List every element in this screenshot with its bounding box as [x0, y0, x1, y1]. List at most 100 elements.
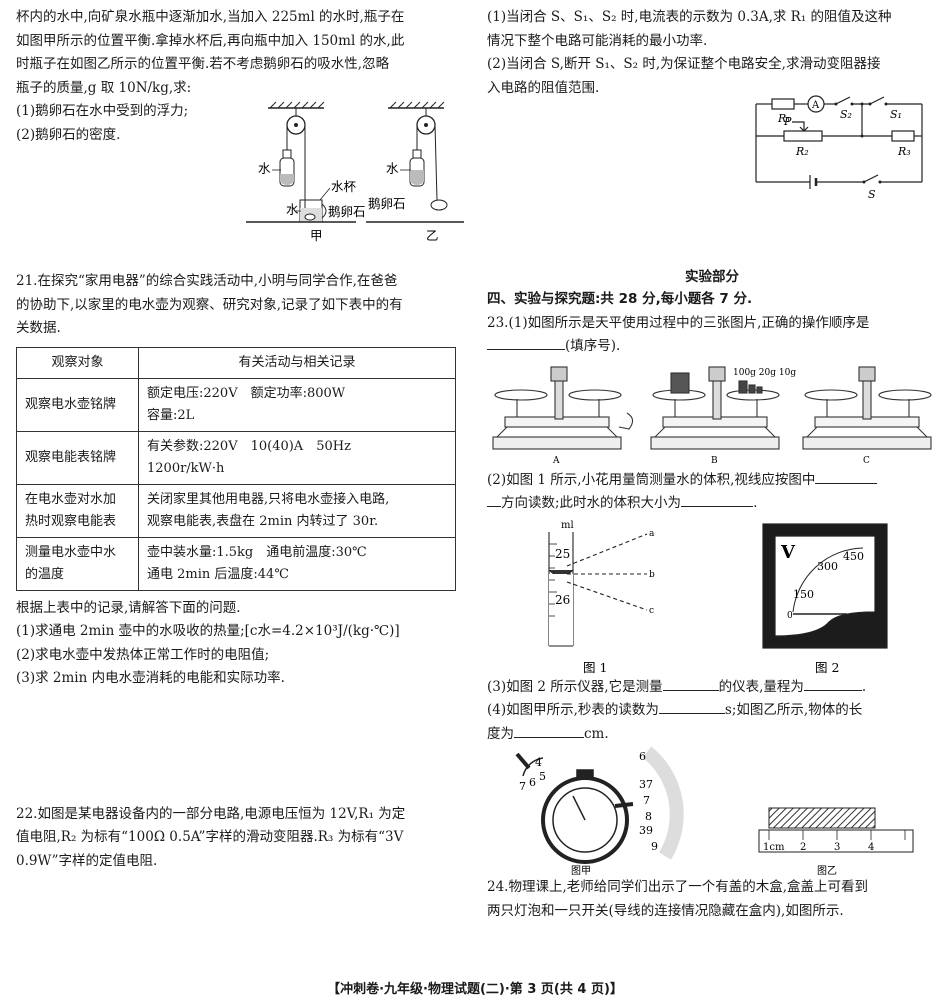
svg-text:水: 水: [286, 202, 299, 217]
resistor-r1-icon: [771, 98, 795, 110]
q23-2-cont: 方向读数;此时水的体积大小为.: [487, 492, 937, 516]
q21-line: 关数据.: [16, 320, 61, 336]
svg-text:b: b: [649, 570, 655, 580]
answer-blank[interactable]: [658, 699, 725, 714]
svg-text:V: V: [780, 542, 796, 563]
svg-text:9: 9: [651, 840, 658, 853]
svg-text:A: A: [552, 456, 560, 466]
bottle-icon: [282, 149, 292, 159]
answer-blank[interactable]: [662, 676, 719, 691]
q23-1-blank-line: (填序号).: [487, 335, 937, 359]
svg-text:水: 水: [258, 161, 271, 176]
balance-c: [802, 365, 932, 450]
pulley-figure: 水 水杯 水 鹅卵石 甲 水 鹅卵石: [246, 101, 464, 243]
answer-blank[interactable]: [803, 676, 862, 691]
table-cell: 通电 2min 后温度:44℃: [147, 566, 289, 582]
svg-text:450: 450: [843, 550, 864, 563]
svg-text:0: 0: [787, 611, 793, 621]
table-cell: 1200r/kW·h: [147, 460, 225, 476]
svg-text:1cm: 1cm: [763, 842, 785, 853]
svg-text:150: 150: [793, 588, 814, 601]
q22-sub-line: 入电路的阻值范围.: [487, 79, 600, 96]
q20-sub2: (2)鹅卵石的密度.: [16, 126, 121, 143]
svg-text:8: 8: [645, 810, 652, 823]
q23-2: (2)如图 1 所示,小花用量筒测量水的体积,视线应按图中: [487, 469, 937, 493]
q21-sub1: (1)求通电 2min 壶中的水吸收的热量;[c水=4.2×10³J/(kg·℃…: [16, 623, 400, 639]
q23-1: 23.(1)如图所示是天平使用过程中的三张图片,正确的操作顺序是: [487, 314, 870, 331]
svg-text:R₂: R₂: [795, 145, 809, 158]
resistor-r3-icon: [891, 130, 915, 142]
q22-sub-line: (2)当闭合 S,断开 S₁、S₂ 时,为保证整个电路安全,求滑动变阻器接: [487, 56, 881, 72]
svg-text:7: 7: [643, 794, 650, 807]
q22-line: 22.如图是某电器设备内的一部分电路,电源电压恒为 12V,R₁ 为定: [16, 805, 406, 822]
svg-text:300: 300: [817, 560, 838, 573]
svg-text:S: S: [868, 188, 876, 201]
graduated-cylinder: [548, 531, 648, 647]
rheostat-r2-icon: [783, 130, 823, 142]
answer-blank[interactable]: [487, 492, 501, 507]
table-cell: 关闭家里其他用电器,只将电水壶接入电路,: [147, 491, 390, 507]
cylinder-and-meter: ml 25 26 a b c V 450 300 150 0 图 1 图 2: [548, 520, 888, 675]
table-cell: 在电水壶对水加: [25, 491, 117, 507]
q22-sub-line: 情况下整个电路可能消耗的最小功率.: [487, 32, 708, 49]
ruler-icon: [758, 807, 914, 853]
right-column: (1)当闭合 S、S₁、S₂ 时,电流表的示数为 0.3A,求 R₁ 的阻值及这…: [487, 6, 937, 923]
svg-text:甲: 甲: [310, 228, 323, 243]
table-header-row: 观察对象 有关活动与相关记录: [16, 346, 456, 379]
q20-sub1: (1)鹅卵石在水中受到的浮力;: [16, 103, 189, 119]
q21-line: 21.在探究“家用电器”的综合实践活动中,小明与同学合作,在爸爸: [16, 273, 398, 289]
answer-blank[interactable]: [487, 335, 565, 350]
svg-text:6: 6: [529, 776, 536, 789]
answer-blank[interactable]: [514, 723, 584, 738]
svg-text:4: 4: [868, 842, 874, 853]
svg-text:25: 25: [555, 547, 570, 561]
svg-text:100g 20g 10g: 100g 20g 10g: [733, 368, 796, 378]
table-cell: 观察电能表,表盘在 2min 内转过了 30r.: [147, 513, 379, 529]
stone-icon: [430, 199, 448, 211]
q24-line: 两只灯泡和一只开关(导线的连接情况隐藏在盒内),如图所示.: [487, 902, 844, 919]
table-row: 在电水壶对水加热时观察电能表 关闭家里其他用电器,只将电水壶接入电路,观察电能表…: [16, 483, 456, 538]
table-cell: 容量:2L: [147, 407, 195, 423]
bottle-icon: [412, 149, 422, 159]
svg-text:鹅卵石: 鹅卵石: [328, 204, 366, 219]
svg-text:3: 3: [834, 842, 840, 853]
svg-text:A: A: [811, 100, 820, 111]
section-title: 四、实验与探究题:共 28 分,每小题各 7 分.: [487, 291, 753, 307]
svg-text:图甲: 图甲: [571, 865, 591, 876]
svg-text:水: 水: [386, 161, 399, 176]
svg-text:R₁: R₁: [777, 112, 791, 125]
circuit-diagram: R₁ A S₂ S₁ P R₂ R₃ S: [755, 95, 923, 201]
table-header: 观察对象: [16, 346, 139, 379]
svg-text:5: 5: [539, 770, 546, 783]
q22-line: 值电阻,R₂ 为标有“100Ω 0.5A”字样的滑动变阻器.R₃ 为标有“3V: [16, 829, 404, 845]
svg-text:c: c: [649, 606, 654, 616]
svg-text:39: 39: [639, 824, 653, 837]
q21-sub3: (3)求 2min 内电水壶消耗的电能和实际功率.: [16, 670, 285, 686]
answer-blank[interactable]: [815, 469, 878, 484]
svg-text:图乙: 图乙: [817, 865, 837, 876]
svg-text:a: a: [649, 529, 655, 539]
svg-text:ml: ml: [561, 520, 574, 531]
stopwatch-and-ruler: 4 5 6 7 6 37 7 8 39 9 图甲 1cm 2 3 4 图乙: [515, 746, 914, 876]
q21-sub2: (2)求电水壶中发热体正常工作时的电阻值;: [16, 646, 270, 663]
circuit-block: R₁ A S₂ S₁ P R₂ R₃ S: [487, 95, 937, 266]
stopwatch-icon: [515, 746, 684, 864]
q21-after: 根据上表中的记录,请解答下面的问题.: [16, 599, 241, 616]
q20-line: 时瓶子在如图乙所示的位置平衡.若不考虑鹅卵石的吸水性,忽略: [16, 56, 390, 72]
svg-text:S₂: S₂: [840, 108, 852, 121]
answer-blank[interactable]: [681, 492, 754, 507]
table-cell: 壶中装水量:1.5kg 通电前温度:30℃: [147, 544, 367, 560]
q20-line: 如图甲所示的位置平衡.拿掉水杯后,再向瓶中加入 150ml 的水,此: [16, 32, 405, 49]
weight-icon: [670, 371, 690, 394]
table-cell: 的温度: [25, 566, 65, 582]
svg-text:R₃: R₃: [897, 145, 911, 158]
svg-text:4: 4: [535, 756, 542, 769]
q21-line: 的协助下,以家里的电水壶为观察、研究对象,记录了如下表中的有: [16, 296, 403, 313]
table-cell: 观察电能表铭牌: [25, 449, 117, 465]
svg-text:S₁: S₁: [890, 108, 902, 121]
svg-text:7: 7: [519, 780, 526, 793]
balance-a: [492, 365, 634, 450]
balance-figures: 100g 20g 10g A B C: [492, 365, 932, 466]
